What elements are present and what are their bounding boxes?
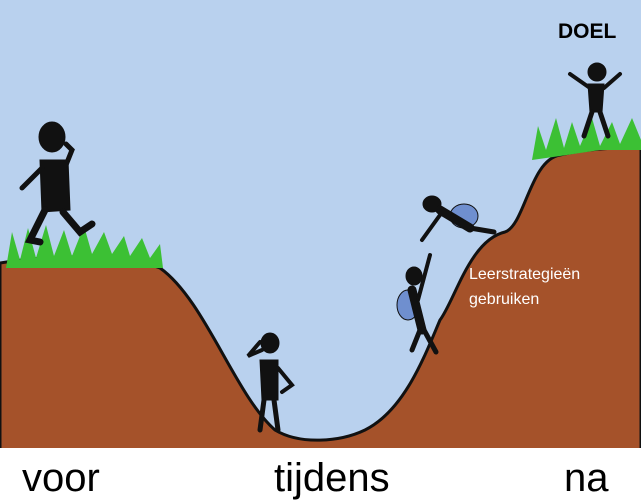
goal-label: DOEL [558, 20, 617, 43]
valley-ground [0, 145, 641, 504]
grass-left [6, 225, 163, 268]
celebrating-figure [568, 62, 622, 139]
phase-label-na: na [564, 456, 609, 500]
climber-bottom-figure [396, 253, 439, 355]
thinking-walker-figure [19, 121, 96, 246]
bottom-strip [0, 448, 641, 504]
confused-figure [246, 332, 295, 433]
grass-right [532, 118, 641, 160]
strategy-label: Leerstrategieën gebruiken [469, 266, 581, 308]
phase-label-tijdens: tijdens [274, 456, 390, 500]
phase-label-voor: voor [22, 456, 100, 500]
climber-top-figure [420, 195, 497, 242]
